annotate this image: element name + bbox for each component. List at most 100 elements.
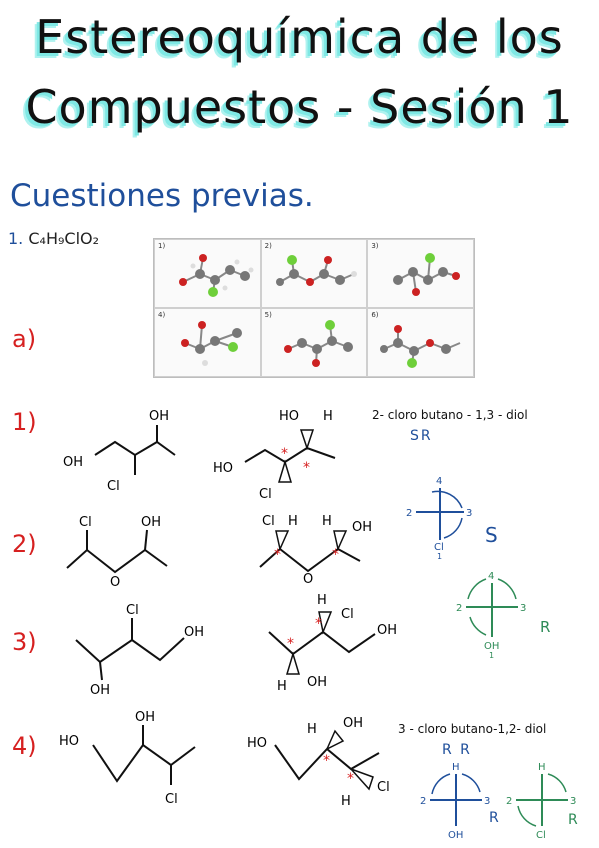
structure-1-name: 2- cloro butano - 1,3 - diol bbox=[372, 408, 528, 422]
skeletal-structure-2: Cl OH O bbox=[66, 515, 168, 588]
skeletal-structure-1: OH OH Cl bbox=[63, 409, 176, 494]
stereocenter-mark: * bbox=[323, 753, 330, 769]
substituent-label: Cl bbox=[341, 607, 354, 622]
substituent-label: OH bbox=[352, 520, 372, 535]
substituent-label: H bbox=[317, 593, 327, 608]
wedge-structure-1: HO HO H Cl * * bbox=[213, 409, 336, 500]
fischer-bottom: OH bbox=[484, 641, 499, 652]
substituent-label: O bbox=[303, 572, 313, 585]
formula-number: 1. bbox=[8, 229, 24, 248]
model-label: 1) bbox=[158, 242, 166, 250]
substituent-label: OH bbox=[135, 710, 155, 725]
model-label: 5) bbox=[264, 311, 272, 319]
fischer-top: H bbox=[538, 762, 546, 773]
fischer-right: 3 bbox=[484, 796, 490, 807]
structure-1-number: 1) bbox=[12, 408, 37, 436]
substituent-label: H bbox=[288, 514, 298, 529]
stereocenter-mark: * bbox=[281, 446, 288, 462]
wedge-structure-3: H Cl OH H OH * * bbox=[268, 593, 397, 694]
fischer-right: 3 bbox=[570, 796, 576, 807]
substituent-label: HO bbox=[59, 734, 79, 749]
ball-stick-model bbox=[380, 325, 461, 368]
fischer-4-label: R bbox=[568, 812, 578, 828]
substituent-label: HO bbox=[247, 736, 267, 751]
fischer-bottom-num: 1 bbox=[437, 552, 442, 560]
stereocenter-mark: * bbox=[332, 547, 339, 563]
section-heading: Cuestiones previas. bbox=[10, 178, 314, 214]
fischer-2-label: R bbox=[540, 618, 551, 636]
page-title-line1: Estereoquímica de los bbox=[35, 10, 564, 64]
model-label: 6) bbox=[371, 311, 379, 319]
fischer-projection-2: 4 2 3 OH 1 bbox=[456, 571, 526, 660]
fischer-projection-4: H 2 3 Cl bbox=[506, 762, 576, 840]
model-cell-2: 2) bbox=[260, 239, 368, 308]
substituent-label: Cl bbox=[107, 479, 120, 494]
fischer-top: 4 bbox=[436, 476, 442, 487]
fischer-bottom: Cl bbox=[536, 830, 546, 840]
page-title-line2: Compuestos - Sesión 1 bbox=[25, 80, 574, 134]
fischer-top: H bbox=[452, 762, 460, 773]
substituent-label: HO bbox=[213, 461, 233, 476]
molecular-formula: 1. C₄H₉ClO₂ bbox=[8, 229, 99, 248]
substituent-label: OH bbox=[343, 716, 363, 731]
skeletal-structure-4: HO OH Cl bbox=[59, 710, 196, 807]
model-label: 2) bbox=[264, 242, 272, 250]
substituent-label: OH bbox=[149, 409, 169, 424]
fischer-left: 2 bbox=[420, 796, 426, 807]
fischer-left: 2 bbox=[506, 796, 512, 807]
substituent-label: HO bbox=[279, 409, 299, 424]
fischer-left: 2 bbox=[406, 508, 412, 519]
stereocenter-mark: * bbox=[303, 460, 310, 476]
ball-stick-model bbox=[181, 321, 242, 366]
stereocenter-mark: * bbox=[287, 636, 294, 652]
substituent-label: OH bbox=[141, 515, 161, 530]
substituent-label: H bbox=[323, 409, 333, 424]
structure-4-number: 4) bbox=[12, 732, 37, 760]
substituent-label: H bbox=[307, 722, 317, 737]
structure-4-config: R R bbox=[442, 742, 472, 758]
model-label: 3) bbox=[371, 242, 379, 250]
ball-stick-model bbox=[393, 253, 461, 296]
model-label: 4) bbox=[158, 311, 166, 319]
model-cell-5: 5) bbox=[260, 308, 368, 377]
substituent-label: OH bbox=[63, 455, 83, 470]
structure-1-config: SR bbox=[410, 428, 433, 444]
substituent-label: OH bbox=[90, 683, 110, 698]
model-cell-1: 1) bbox=[154, 239, 261, 308]
fischer-projection-1: 4 2 3 Cl 1 bbox=[406, 476, 472, 560]
fischer-1-label: S bbox=[485, 523, 498, 547]
model-cell-4: 4) bbox=[154, 308, 261, 377]
stereocenter-mark: * bbox=[315, 616, 322, 632]
structure-3-number: 3) bbox=[12, 628, 37, 656]
fischer-right: 3 bbox=[466, 508, 472, 519]
fischer-projection-3: H 2 3 OH bbox=[420, 762, 490, 840]
substituent-label: Cl bbox=[262, 514, 275, 529]
substituent-label: Cl bbox=[259, 487, 272, 500]
skeletal-structure-3: Cl OH OH bbox=[75, 603, 204, 698]
fischer-left: 2 bbox=[456, 603, 462, 614]
substituent-label: Cl bbox=[165, 792, 178, 807]
wedge-structure-2: Cl H H OH O * * bbox=[259, 514, 372, 585]
ball-stick-model bbox=[179, 254, 254, 297]
ball-stick-model bbox=[275, 255, 357, 286]
fischer-top: 4 bbox=[488, 571, 494, 582]
substituent-label: Cl bbox=[377, 780, 390, 795]
structure-2-number: 2) bbox=[12, 530, 37, 558]
fischer-bottom-num: 1 bbox=[489, 651, 494, 660]
structure-4-name: 3 - cloro butano-1,2- diol bbox=[398, 722, 547, 736]
fischer-3-label: R bbox=[489, 810, 499, 826]
substituent-label: H bbox=[341, 794, 351, 809]
stereocenter-mark: * bbox=[274, 547, 281, 563]
wedge-structure-4: HO H OH H Cl * * bbox=[247, 716, 390, 809]
substituent-label: H bbox=[277, 679, 287, 694]
ball-stick-model bbox=[283, 320, 353, 367]
substituent-label: Cl bbox=[126, 603, 139, 618]
fischer-right: 3 bbox=[520, 603, 526, 614]
substituent-label: OH bbox=[377, 623, 397, 638]
formula-text: C₄H₉ClO₂ bbox=[28, 229, 100, 248]
substituent-label: H bbox=[322, 514, 332, 529]
stereocenter-mark: * bbox=[347, 771, 354, 787]
part-a-label: a) bbox=[12, 325, 37, 353]
model-cell-6: 6) bbox=[367, 308, 474, 377]
substituent-label: OH bbox=[307, 675, 327, 690]
